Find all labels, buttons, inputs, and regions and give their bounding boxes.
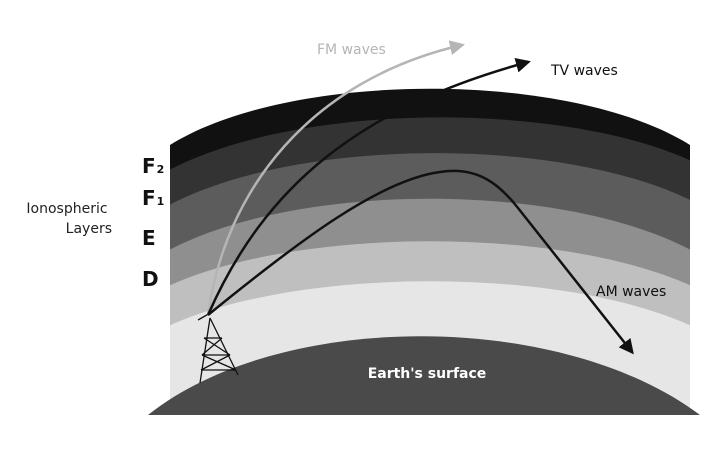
layer-label-f2: F2 — [142, 154, 164, 178]
am-wave-arrow — [207, 169, 634, 355]
layer-label-f1: F1 — [142, 186, 164, 210]
fm-waves-label: FM waves — [317, 42, 386, 58]
ionospheric-layers-label: Ionospheric Layers — [26, 201, 112, 237]
layer-label-d: D — [142, 267, 159, 291]
tv-wave-arrow — [206, 57, 531, 316]
am-waves-label: AM waves — [596, 284, 666, 300]
tv-waves-label: TV waves — [550, 63, 618, 79]
fm-wave-arrow — [206, 40, 465, 316]
earth-surface — [148, 336, 700, 415]
earth-label: Earth's surface — [368, 366, 487, 382]
layer-label-e: E — [142, 226, 156, 250]
